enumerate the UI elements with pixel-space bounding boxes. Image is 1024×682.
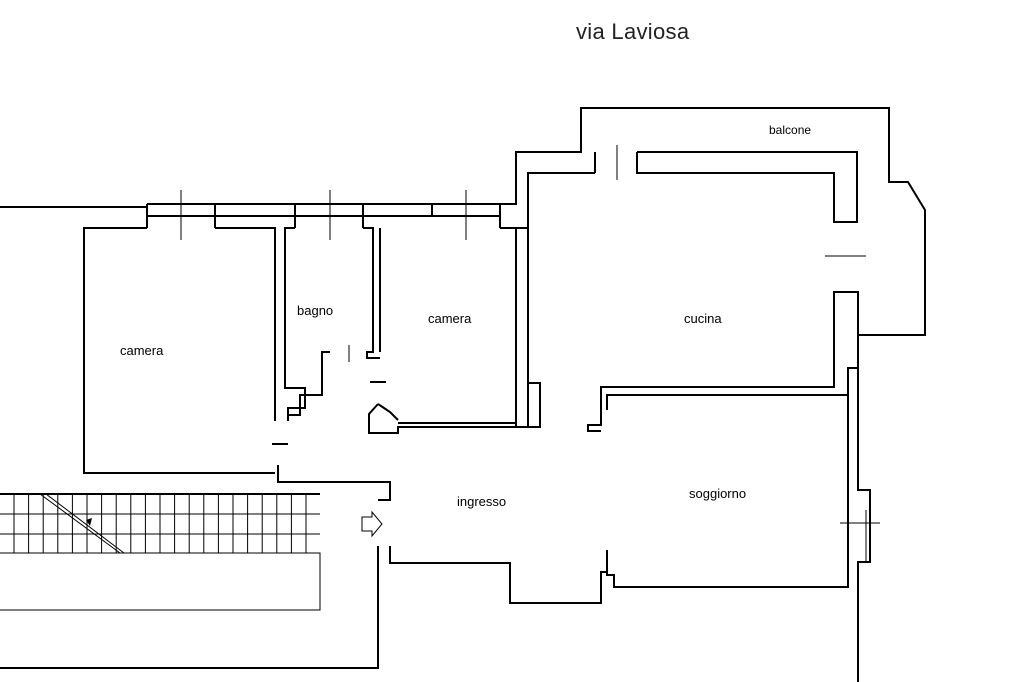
window-marks-top [180,190,467,240]
room-label-bagno: bagno [297,303,334,318]
entrance-arrow-icon [361,510,383,538]
street-name: via Laviosa [576,19,690,44]
room-bagno-walls [284,227,350,421]
room-cucina-walls [500,107,926,428]
room-label-camera-left: camera [120,343,164,358]
room-camera-center-walls [363,227,540,434]
room-ingresso-walls [0,546,607,669]
room-label-balcone: balcone [769,123,812,137]
room-camera-left-walls [83,227,391,501]
staircase [0,493,321,611]
room-label-soggiorno: soggiorno [689,486,747,501]
exterior-wall-top [0,203,501,228]
room-soggiorno-walls [587,335,880,682]
room-label-cucina: cucina [684,311,722,326]
room-label-camera-center: camera [428,311,472,326]
room-label-ingresso: ingresso [457,494,507,509]
